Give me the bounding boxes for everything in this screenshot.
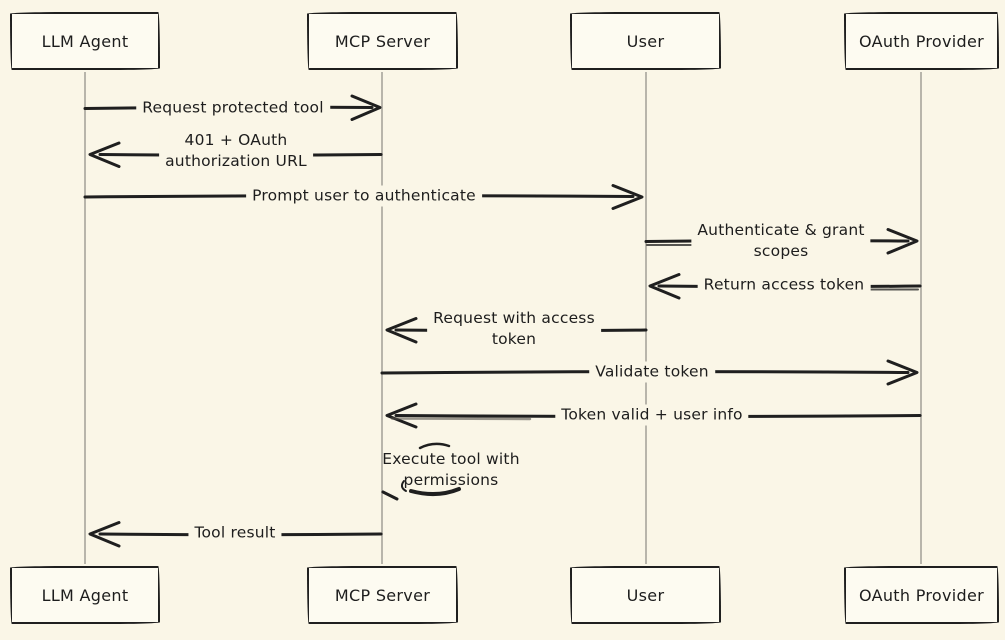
message-label-request-protected-tool: Request protected tool <box>136 97 330 119</box>
message-label-token-valid-user-info: Token valid + user info <box>555 404 749 426</box>
message-label-return-access-token: Return access token <box>697 274 871 296</box>
actor-label: User <box>626 585 665 605</box>
lifeline-oauth-provider <box>920 72 922 564</box>
actor-box-mcp-server-top: MCP Server <box>307 12 458 70</box>
actor-label: User <box>626 31 665 51</box>
lifeline-llm-agent <box>84 72 86 564</box>
message-label-tool-result: Tool result <box>188 522 282 544</box>
actor-box-user-top: User <box>570 12 721 70</box>
actor-box-user-bottom: User <box>570 566 721 624</box>
message-label-request-with-token: Request with access token <box>427 308 601 350</box>
actor-label: LLM Agent <box>41 585 129 605</box>
actor-box-mcp-server-bottom: MCP Server <box>307 566 458 624</box>
actor-label: OAuth Provider <box>859 585 984 605</box>
actor-label: OAuth Provider <box>859 31 984 51</box>
lifeline-user <box>645 72 647 564</box>
actor-box-oauth-provider-bottom: OAuth Provider <box>844 566 999 624</box>
actor-label: MCP Server <box>334 585 431 605</box>
message-label-prompt-user: Prompt user to authenticate <box>246 185 482 207</box>
message-label-authenticate-grant: Authenticate & grant scopes <box>691 220 871 262</box>
message-label-401-oauth-url: 401 + OAuth authorization URL <box>159 130 313 172</box>
message-label-validate-token: Validate token <box>589 361 715 383</box>
actor-box-llm-agent-top: LLM Agent <box>10 12 160 70</box>
lifeline-mcp-server <box>381 72 383 564</box>
note-label-execute-tool-permissions: Execute tool with permissions <box>382 450 520 489</box>
actor-label: MCP Server <box>334 31 431 51</box>
actor-label: LLM Agent <box>41 31 129 51</box>
actor-box-oauth-provider-top: OAuth Provider <box>844 12 999 70</box>
actor-box-llm-agent-bottom: LLM Agent <box>10 566 160 624</box>
